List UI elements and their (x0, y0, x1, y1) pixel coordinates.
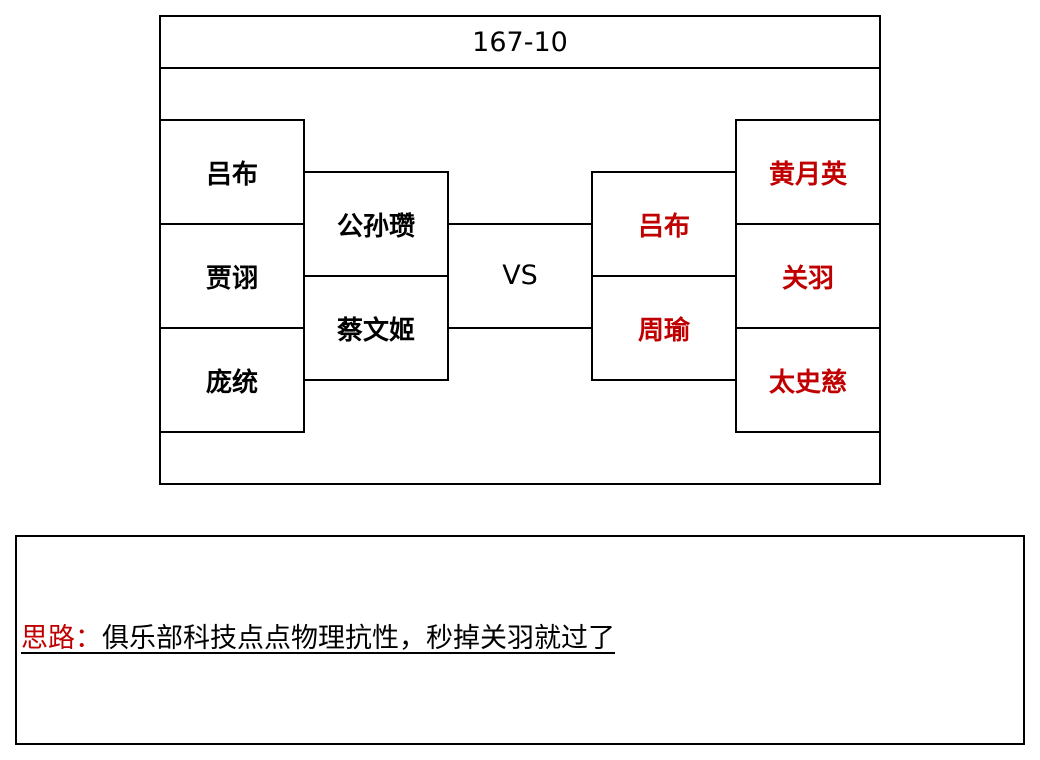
left-front-unit-2: 蔡文姬 (303, 275, 449, 381)
right-front-unit-1: 吕布 (591, 171, 737, 277)
strategy-note-box (15, 535, 1025, 745)
right-back-unit-3: 太史慈 (735, 327, 881, 433)
right-back-unit-2: 关羽 (735, 223, 881, 329)
strategy-note-text: 俱乐部科技点点物理抗性，秒掉关羽就过了 (102, 623, 615, 654)
strategy-note: 思路：俱乐部科技点点物理抗性，秒掉关羽就过了 (21, 619, 615, 659)
stage-title: 167-10 (472, 26, 568, 58)
vs-label: VS (502, 259, 538, 291)
title-divider (159, 67, 881, 69)
strategy-note-label: 思路： (21, 623, 102, 654)
left-back-unit-1: 吕布 (159, 119, 305, 225)
connector-line-bottom (447, 327, 593, 329)
right-back-unit-1: 黄月英 (735, 119, 881, 225)
left-front-unit-1: 公孙瓒 (303, 171, 449, 277)
left-back-unit-2: 贾诩 (159, 223, 305, 329)
right-front-unit-2: 周瑜 (591, 275, 737, 381)
left-back-unit-3: 庞统 (159, 327, 305, 433)
connector-line-top (447, 223, 593, 225)
